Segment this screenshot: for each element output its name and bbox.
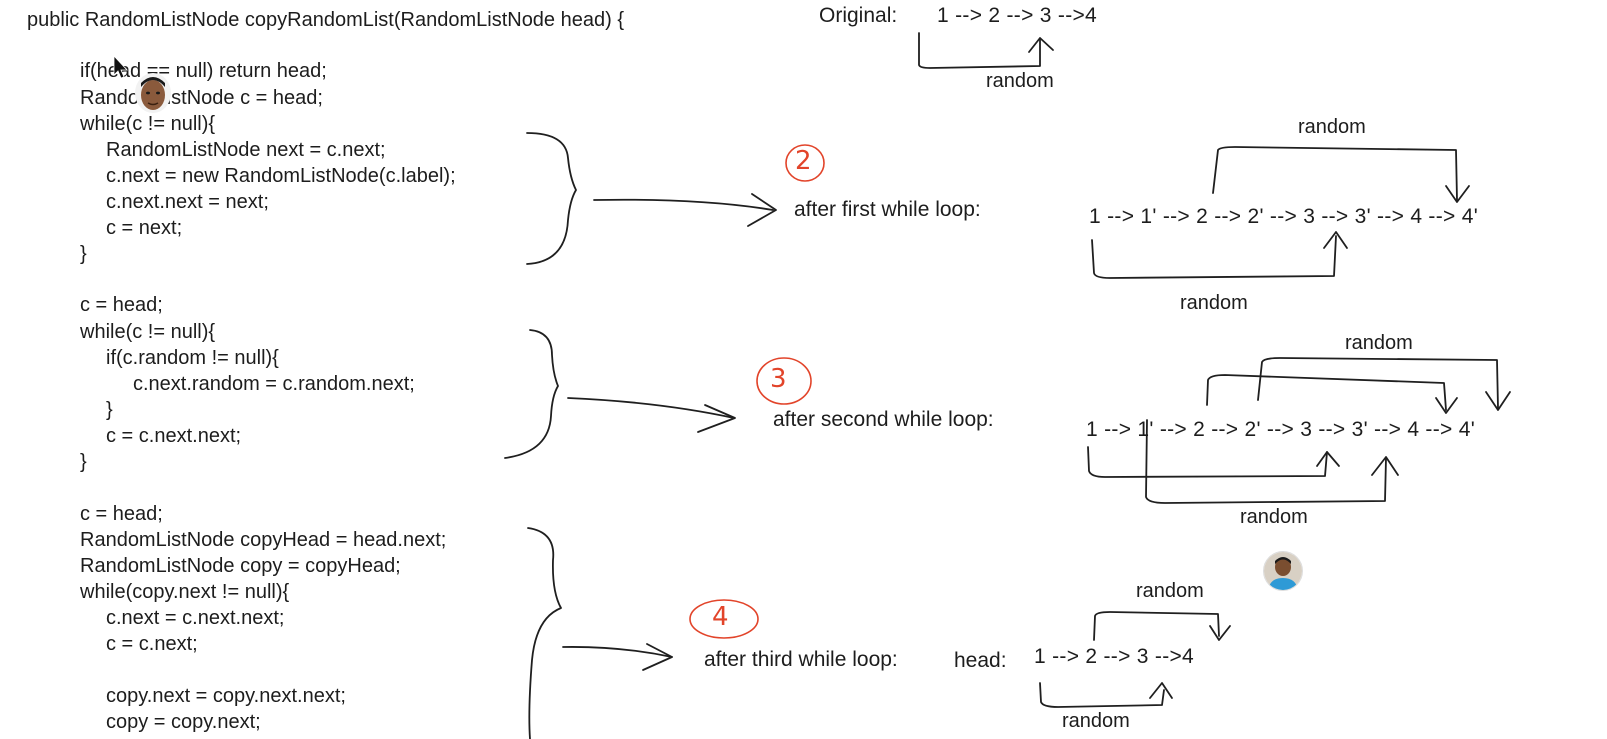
- step3-random-link-d: [1145, 419, 1387, 504]
- step2-random-top-label: random: [1298, 116, 1366, 138]
- step3-random-top-label: random: [1345, 332, 1413, 354]
- step2-random-bottom-link: [1091, 235, 1337, 279]
- code-line: }: [106, 399, 113, 421]
- original-random-label: random: [986, 70, 1054, 92]
- code-line: RandomListNode next = c.next;: [106, 139, 386, 161]
- step4-random-bottom-arrowhead: [1149, 682, 1173, 699]
- presenter-avatar: [135, 73, 171, 113]
- step4-random-bottom-label: random: [1062, 710, 1130, 732]
- step2-random-bottom-arrowhead: [1323, 231, 1348, 249]
- step2-number: 2: [795, 146, 812, 176]
- code-line: while(copy.next != null){: [80, 581, 290, 603]
- step3-random-link-a-arrowhead: [1435, 397, 1458, 414]
- step4-number: 4: [712, 602, 729, 632]
- brace-third-loop: [527, 527, 562, 739]
- code-line: if(c.random != null){: [106, 347, 279, 369]
- code-line-signature: public RandomListNode copyRandomList(Ran…: [27, 9, 625, 31]
- code-line: c.next.next = next;: [106, 191, 269, 213]
- step3-random-link-c-arrowhead: [1316, 451, 1340, 467]
- step4-random-bottom-link: [1039, 682, 1165, 708]
- step3-sequence: 1 --> 1' --> 2 --> 2' --> 3 --> 3' --> 4…: [1086, 418, 1476, 441]
- code-line: RandomListNode copy = copyHead;: [80, 555, 401, 577]
- step2-random-top-arrowhead: [1445, 185, 1470, 203]
- code-line: while(c != null){: [80, 113, 216, 135]
- code-line: c = head;: [80, 294, 163, 316]
- code-line: RandomListNode copyHead = head.next;: [80, 529, 447, 551]
- step3-random-bottom-label: random: [1240, 506, 1308, 528]
- arrow-to-step4: [562, 646, 673, 658]
- viewer-avatar: [1263, 551, 1303, 591]
- step3-number: 3: [770, 364, 787, 394]
- code-line: c = c.next;: [106, 633, 198, 655]
- original-random-link: [918, 32, 1041, 69]
- code-line: c = c.next.next;: [106, 425, 242, 447]
- original-label: Original:: [819, 4, 898, 27]
- step3-label: after second while loop:: [773, 408, 994, 431]
- step3-random-link-d-arrowhead: [1371, 456, 1399, 476]
- code-line: }: [80, 451, 87, 473]
- step4-random-top-link: [1093, 611, 1220, 641]
- step4-label: after third while loop:: [704, 648, 898, 671]
- code-line: while(c != null){: [80, 321, 216, 343]
- code-line: copy = copy.next;: [106, 711, 261, 733]
- step2-random-bottom-label: random: [1180, 292, 1248, 314]
- step2-sequence: 1 --> 1' --> 2 --> 2' --> 3 --> 3' --> 4…: [1089, 205, 1479, 228]
- step4-sequence: 1 --> 2 --> 3 -->4: [1034, 645, 1195, 668]
- mouse-cursor-icon: [113, 54, 128, 79]
- step3-random-link-b-arrowhead: [1485, 391, 1511, 411]
- step3-random-link-a: [1206, 374, 1447, 411]
- step4-random-top-arrowhead: [1209, 625, 1231, 641]
- step3-circle: [756, 357, 812, 405]
- code-line: c.next = c.next.next;: [106, 607, 285, 629]
- code-line: }: [80, 243, 87, 265]
- step4-random-top-label: random: [1136, 580, 1204, 602]
- code-line: c.next.random = c.random.next;: [133, 373, 415, 395]
- original-random-arrowhead: [1028, 37, 1054, 53]
- code-line: c.next = new RandomListNode(c.label);: [106, 165, 456, 187]
- step2-random-top-link: [1212, 146, 1458, 201]
- code-line: c = head;: [80, 503, 163, 525]
- step2-label: after first while loop:: [794, 198, 981, 221]
- brace-second-loop: [504, 329, 559, 459]
- code-line: copy.next = copy.next.next;: [106, 685, 346, 707]
- code-line: c = next;: [106, 217, 183, 239]
- arrow-to-step3-head: [697, 404, 736, 433]
- step4-head-label: head:: [954, 649, 1007, 672]
- original-sequence: 1 --> 2 --> 3 -->4: [937, 4, 1098, 27]
- step2-circle: [785, 144, 825, 182]
- brace-first-loop: [526, 132, 577, 265]
- step3-random-link-c: [1087, 446, 1328, 478]
- arrow-to-step4-head: [642, 643, 673, 671]
- step4-circle: [689, 599, 759, 639]
- arrow-to-step2-head: [747, 193, 777, 227]
- step3-random-link-b: [1257, 357, 1499, 409]
- arrow-to-step2: [593, 198, 774, 211]
- arrow-to-step3: [567, 397, 735, 419]
